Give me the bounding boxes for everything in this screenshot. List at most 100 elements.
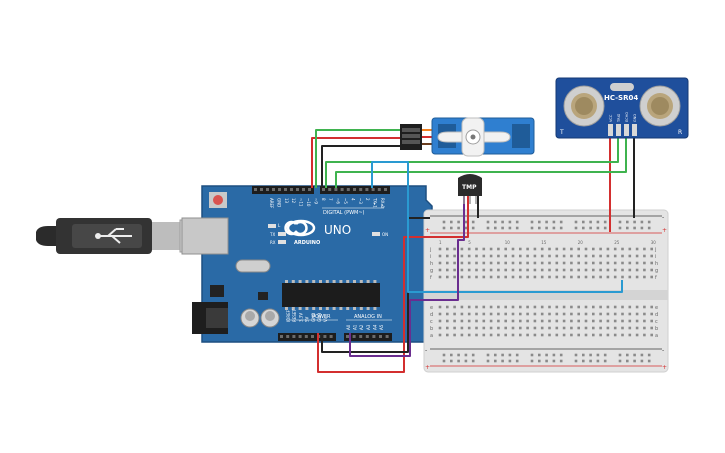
pin-label-analog: A5 (379, 324, 384, 330)
servo-motor (400, 117, 535, 157)
wire-purple-tmp-signal (349, 196, 465, 357)
wire-green-echo (335, 138, 627, 188)
bb-row-label: j (429, 247, 431, 253)
pin-label-top: 4 (350, 198, 355, 201)
analog-in-label: ANALOG IN (354, 314, 382, 320)
bb-col-label: 5 (468, 240, 471, 245)
bb-col-label: 1 (439, 240, 442, 245)
pin-label-top: TX▸1 (373, 197, 378, 208)
pin-label-top: ~11 (299, 198, 304, 207)
bb-row-label: c (655, 319, 658, 325)
power-label: POWER (312, 314, 331, 320)
pin-label-analog: A4 (372, 324, 377, 330)
sensor-pin-label: ECHO (625, 112, 629, 122)
sensor-pin (632, 124, 637, 136)
tmp-label: TMP (462, 184, 477, 191)
rail-plus-top-right: + (662, 227, 667, 234)
pin-label-top: ~9 (313, 198, 318, 204)
pin-label-top: RX◂0 (380, 198, 385, 209)
uno-label: UNO (324, 223, 351, 237)
wire-green-trig (325, 138, 619, 188)
wire-red-power (317, 188, 469, 373)
pin-label-top: 13 (284, 198, 289, 204)
rail-minus-top-right: - (662, 214, 664, 221)
pin-label-power: RESET (292, 309, 297, 322)
bb-row-label: i (430, 254, 431, 260)
pin-label-analog: A2 (359, 324, 364, 330)
sensor-pin (616, 124, 621, 136)
bb-row-label: b (655, 326, 658, 332)
bb-row-label: h (430, 261, 433, 267)
wire-green-servo-signal (315, 129, 416, 188)
pin-label-top: ~5 (343, 198, 348, 204)
pin-label-top: 8 (321, 198, 326, 201)
digital-label: DIGITAL (PWM~) (323, 210, 365, 216)
sensor-left-mark: T (559, 129, 564, 136)
pin-label-power: Vin (323, 315, 328, 322)
sensor-pin-label: GND (633, 114, 637, 122)
sensor-pin (608, 124, 613, 136)
bb-row-label: g (655, 268, 658, 274)
bb-col-label: 20 (578, 240, 584, 245)
rail-plus-bottom-right: + (662, 364, 667, 371)
on-label: ON (382, 232, 388, 237)
bb-row-label: f (430, 275, 432, 281)
wires (311, 129, 635, 373)
pin-label-power: 3.3V (298, 313, 303, 322)
sensor-pin (624, 124, 629, 136)
pin-label-power: GND (311, 313, 316, 322)
bb-row-label: d (430, 312, 433, 318)
reset-button[interactable] (213, 195, 223, 205)
bb-row-label: a (430, 333, 433, 339)
pin-label-analog: A1 (353, 324, 358, 330)
bb-col-label: 30 (651, 240, 657, 245)
bb-row-label: f (655, 275, 657, 281)
sensor-pin-label: TRIG (617, 113, 621, 123)
bb-col-label: 10 (505, 240, 511, 245)
pin-label-top: ~6 (336, 198, 341, 204)
wire-black-servo (321, 145, 416, 188)
rail-minus-bottom-right: - (662, 347, 664, 354)
arduino-logo (284, 219, 316, 237)
bb-row-label: h (655, 261, 658, 267)
l-led-label: L (278, 223, 281, 228)
bb-row-label: c (430, 319, 433, 325)
pin-label-power: 5V (305, 316, 310, 322)
pin-label-top: AREF (269, 198, 274, 209)
brand-label: ARDUINO (294, 240, 320, 246)
pin-label-analog: A0 (346, 324, 351, 330)
tmp36-sensor: TMP (458, 174, 482, 204)
pin-label-top: 7 (328, 198, 333, 201)
tx-label: TX (269, 232, 275, 237)
pin-label-power: IOREF (286, 309, 291, 322)
bb-row-label: d (655, 312, 658, 318)
bb-row-label: e (655, 305, 658, 311)
sensor-label: HC-SR04 (604, 94, 638, 102)
bb-row-label: a (655, 333, 658, 339)
rx-label: RX (270, 240, 276, 245)
rail-plus-bottom-left: + (425, 364, 430, 371)
sensor-right-mark: R (678, 129, 682, 136)
wire-blue (371, 161, 623, 293)
bb-row-label: b (430, 326, 433, 332)
bb-row-label: e (430, 305, 433, 311)
hc-sr04-sensor: HC-SR04 T R VCC TRIG ECHO GND (555, 77, 689, 139)
bb-row-label: g (430, 268, 433, 274)
pin-label-analog: A3 (366, 324, 371, 330)
pin-label-power: GND (317, 313, 322, 322)
pin-label-top: 2 (365, 198, 370, 201)
rail-plus-top-left: + (425, 227, 430, 234)
bb-col-label: 15 (541, 240, 547, 245)
bb-row-label: j (654, 247, 656, 253)
pin-label-top: ~3 (358, 198, 363, 204)
pin-label-top: ~10 (306, 198, 311, 207)
pin-label-top: GND (276, 198, 281, 207)
bb-row-label: i (655, 254, 656, 260)
rail-minus-bottom-left: - (425, 347, 427, 354)
sensor-pin-label: VCC (609, 114, 613, 122)
atmega-chip (282, 283, 380, 307)
wire-black-ground (321, 217, 430, 353)
bb-col-label: 25 (614, 240, 620, 245)
